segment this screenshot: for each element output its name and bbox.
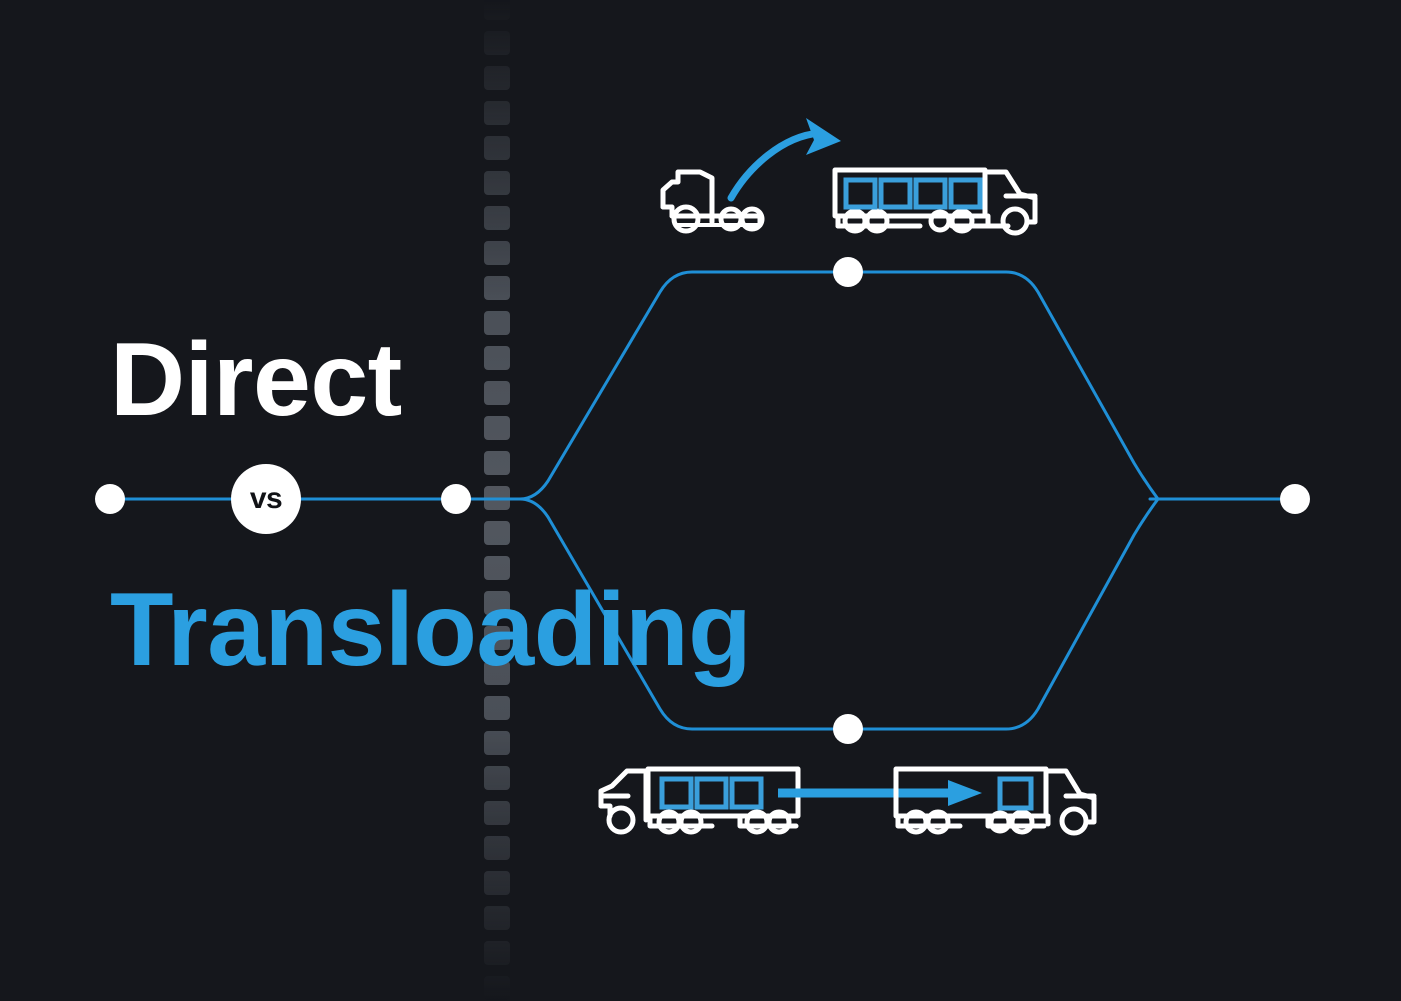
cargo-box: [878, 177, 913, 210]
cargo-box: [729, 776, 764, 810]
straight-transfer-arrow: [778, 780, 982, 806]
curved-load-arrow: [727, 118, 841, 202]
vs-badge-label: vs: [249, 482, 283, 515]
end-node[interactable]: [1280, 484, 1310, 514]
loaded-trailer-truck-right: [832, 167, 1038, 236]
empty-chassis-truck-left: [660, 169, 765, 234]
cargo-box: [694, 776, 729, 810]
split-node[interactable]: [441, 484, 471, 514]
label-direct: Direct: [110, 322, 402, 438]
cargo-box: [997, 776, 1034, 811]
cargo-box: [948, 177, 983, 210]
cargo-box: [913, 177, 948, 210]
direct-shipping-illustration: [660, 118, 1038, 236]
label-transloading: Transloading: [110, 572, 752, 688]
start-node[interactable]: [95, 484, 125, 514]
receiving-trailer-truck-right: [893, 766, 1097, 836]
curved-arrow-head: [806, 118, 841, 155]
transloading-illustration: [598, 766, 1097, 836]
straight-arrow-head: [948, 780, 982, 806]
loaded-trailer-truck-left: [598, 766, 801, 835]
vs-badge: vs: [231, 464, 301, 534]
cargo-box: [843, 177, 878, 210]
direct-branch-node[interactable]: [833, 257, 863, 287]
cargo-box: [659, 776, 694, 810]
transloading-branch-node[interactable]: [833, 714, 863, 744]
